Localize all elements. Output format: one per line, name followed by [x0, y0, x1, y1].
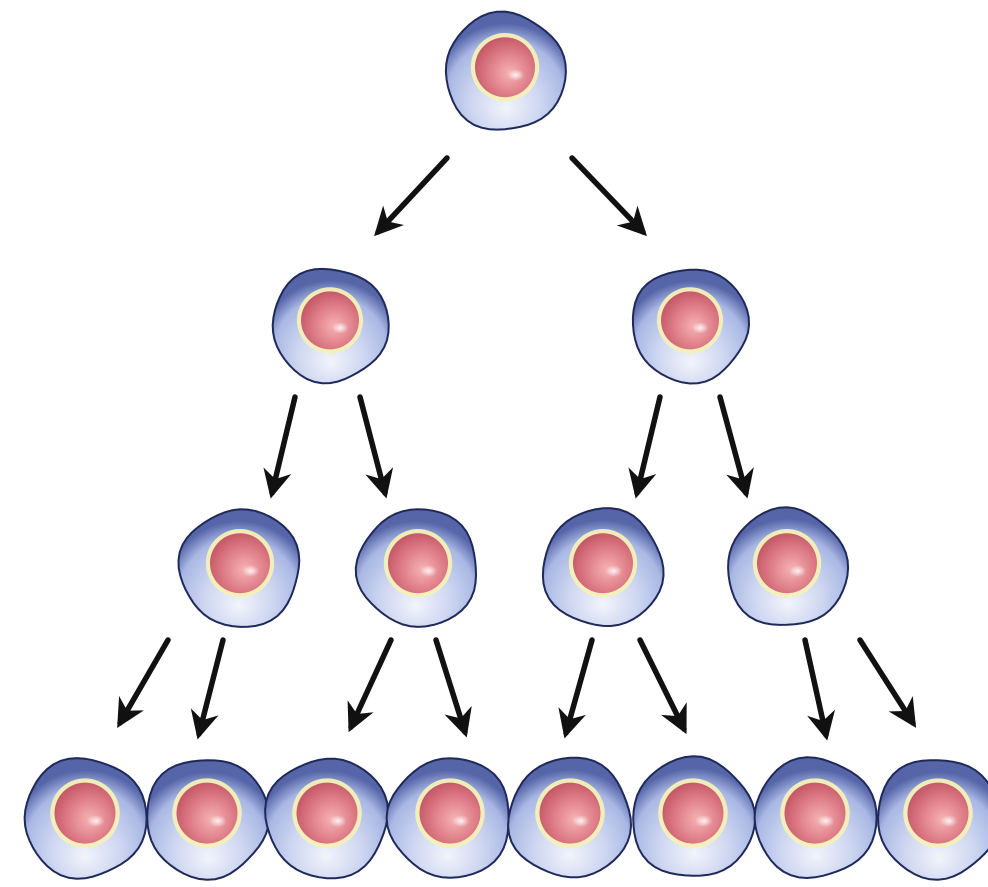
division-arrow-4 [357, 394, 394, 499]
nucleus-highlight [789, 565, 807, 577]
cell-nucleus [210, 533, 270, 594]
nucleus-highlight [940, 814, 958, 828]
division-arrow-1 [374, 155, 450, 237]
cell-nucleus [661, 291, 719, 350]
nucleus-highlight [507, 69, 525, 81]
nucleus-highlight [242, 565, 260, 577]
nucleus-highlight [420, 565, 438, 577]
division-arrow-14 [857, 637, 917, 728]
nucleus-highlight [329, 814, 347, 828]
cell-nucleus [388, 533, 448, 594]
cell-nucleus [176, 782, 238, 844]
cell-nucleus [662, 782, 724, 844]
cell-gen3-8 [877, 759, 988, 881]
nucleus-highlight [817, 814, 835, 828]
nucleus-highlight [452, 814, 470, 828]
division-arrow-8 [190, 637, 226, 740]
cell-nucleus [573, 533, 633, 594]
division-arrow-5 [628, 394, 663, 499]
division-arrow-7 [117, 637, 171, 728]
cell-gen2-4 [727, 506, 850, 626]
cell-gen0-1 [444, 10, 567, 131]
cell-gen3-6 [632, 755, 757, 877]
nucleus-highlight [605, 565, 623, 577]
cells-layer [23, 10, 988, 881]
cell-gen2-2 [354, 508, 478, 628]
division-arrow-9 [347, 637, 394, 733]
cell-nucleus [419, 782, 481, 844]
cell-gen3-2 [146, 759, 271, 881]
nucleus-highlight [572, 814, 590, 828]
division-arrow-2 [569, 155, 647, 237]
division-arrow-12 [637, 637, 687, 735]
division-arrow-6 [717, 394, 754, 499]
nucleus-highlight [332, 322, 349, 334]
cell-nucleus [784, 782, 846, 844]
division-arrow-3 [263, 394, 298, 499]
cell-gen2-1 [177, 508, 301, 628]
cell-nucleus [907, 782, 969, 844]
cell-gen1-1 [271, 267, 390, 385]
cell-gen1-2 [631, 268, 751, 385]
cell-gen3-1 [23, 757, 148, 880]
cell-nucleus [475, 37, 535, 98]
cell-nucleus [54, 782, 116, 844]
cell-gen3-5 [507, 756, 633, 879]
division-arrow-11 [558, 637, 595, 739]
cell-nucleus [296, 782, 358, 844]
cell-gen3-7 [753, 756, 878, 880]
nucleus-highlight [209, 814, 227, 828]
nucleus-highlight [87, 814, 105, 828]
cell-gen2-3 [541, 507, 665, 628]
cell-nucleus [757, 533, 817, 594]
cell-nucleus [539, 782, 601, 844]
nucleus-highlight [692, 322, 709, 334]
division-arrow-13 [802, 637, 836, 741]
cell-gen3-3 [264, 757, 390, 880]
nucleus-highlight [695, 814, 713, 828]
arrows-layer [117, 155, 917, 741]
cell-nucleus [301, 291, 359, 350]
division-arrow-10 [433, 637, 472, 738]
cell-gen3-4 [385, 757, 510, 879]
